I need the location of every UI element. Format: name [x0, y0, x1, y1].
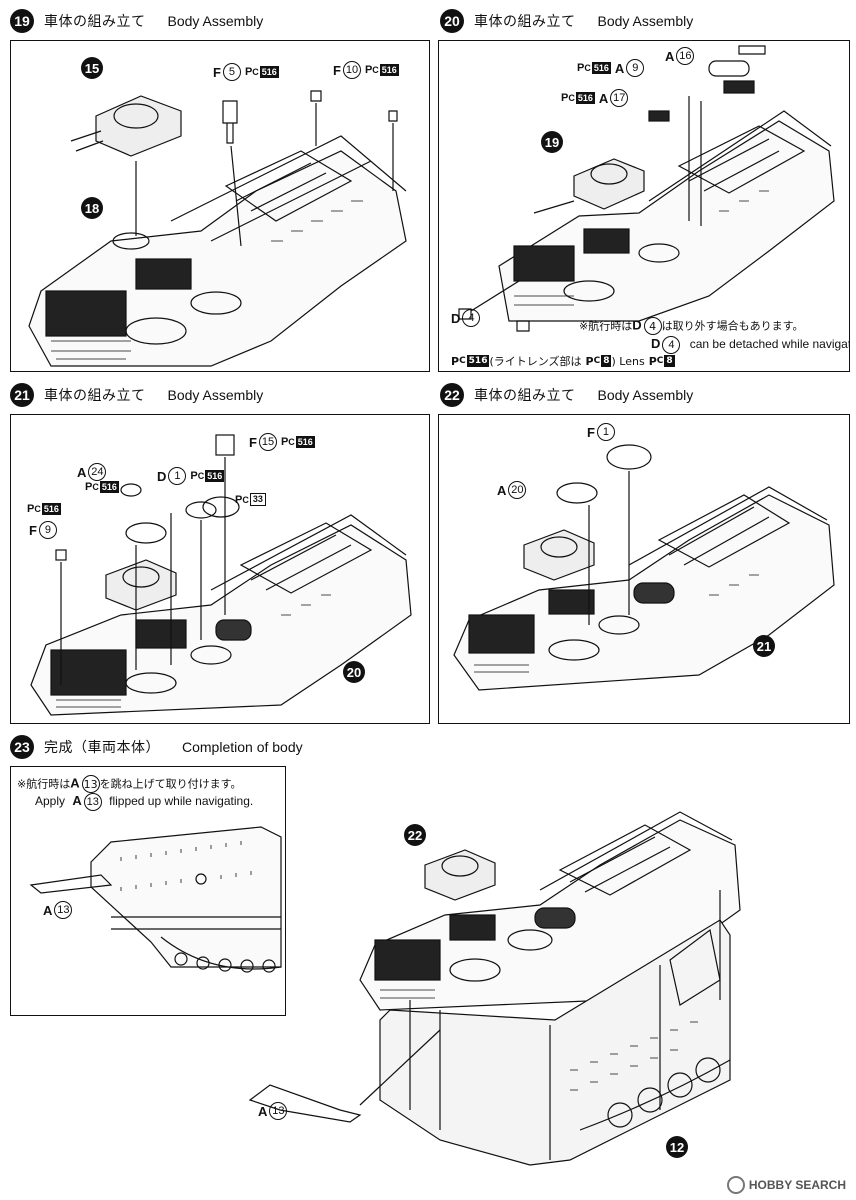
hull-drawing	[30, 434, 412, 716]
subassembly-ref: 22	[404, 824, 426, 846]
subassembly-ref: 21	[753, 635, 775, 657]
step-23-header: 23 完成（車両本体） Completion of body	[10, 734, 303, 760]
hull-drawing	[453, 444, 835, 691]
subassembly-ref: 20	[343, 661, 365, 683]
step-title-jp: 車体の組み立て	[44, 388, 146, 404]
step-number: 20	[440, 9, 464, 33]
subassembly-ref: 18	[81, 197, 103, 219]
step-22-header: 22 車体の組み立て Body Assembly	[440, 382, 693, 408]
step-21-header: 21 車体の組み立て Body Assembly	[10, 382, 263, 408]
step-title-jp: 車体の組み立て	[474, 14, 576, 30]
step-title-en: Body Assembly	[167, 13, 264, 29]
step-title-jp: 完成（車両本体）	[44, 740, 160, 756]
side-view-drawing	[29, 826, 282, 973]
step-20-header: 20 車体の組み立て Body Assembly	[440, 8, 693, 34]
step-title-jp: 車体の組み立て	[44, 14, 146, 30]
subassembly-ref: 15	[81, 57, 103, 79]
step-number: 19	[10, 9, 34, 33]
step-title-en: Body Assembly	[167, 387, 264, 403]
watermark: HOBBY SEARCH	[726, 1176, 846, 1194]
completion-drawing	[248, 811, 741, 1166]
step-title-jp: 車体の組み立て	[474, 388, 576, 404]
step-number: 22	[440, 383, 464, 407]
subassembly-ref: 19	[541, 131, 563, 153]
hull-drawing	[28, 90, 407, 367]
hobby-search-logo-icon	[726, 1176, 745, 1194]
step-title-en: Body Assembly	[597, 387, 694, 403]
hull-drawing	[458, 45, 835, 332]
step-title-en: Body Assembly	[597, 13, 694, 29]
subassembly-ref: 12	[666, 1136, 688, 1158]
step-number: 23	[10, 735, 34, 759]
step-19-header: 19 車体の組み立て Body Assembly	[10, 8, 263, 34]
step-title-en: Completion of body	[182, 739, 303, 755]
note-en: D4 can be detached while navigating.	[651, 336, 849, 354]
step-number: 21	[10, 383, 34, 407]
